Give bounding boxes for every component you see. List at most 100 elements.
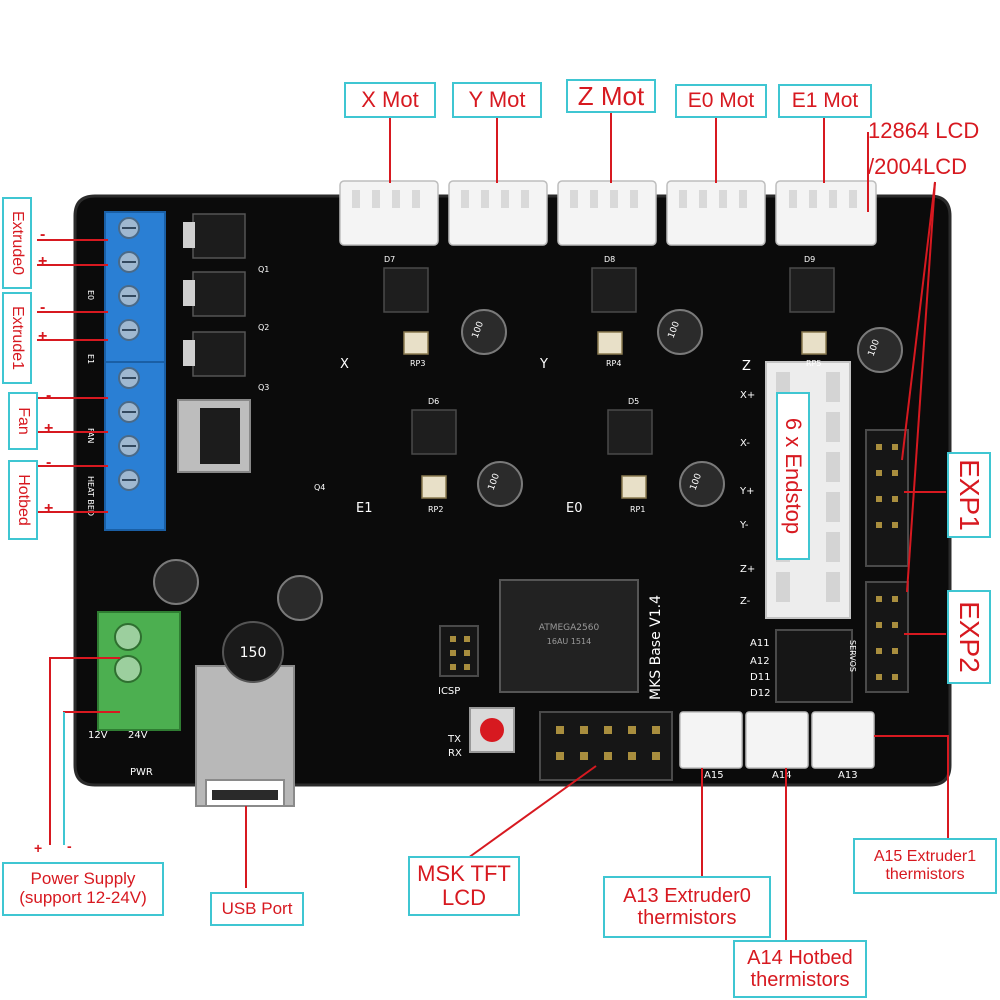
z-motor-label: Z Mot [566,79,656,113]
lcd-label-line1: 12864 LCD [868,118,980,143]
svg-text:D12: D12 [750,688,770,699]
extrude0-minus-sign: - [40,226,46,243]
power-supply-line2: (support 12-24V) [19,888,147,907]
svg-text:A11: A11 [750,638,770,649]
a14-line1: A14 Hotbed [747,947,853,969]
svg-text:Z-: Z- [740,596,751,607]
atmega2560-chip [499,579,639,693]
x-motor-label: X Mot [344,82,436,118]
power-supply-label: Power Supply (support 12-24V) [2,862,164,916]
hotbed-label: Hotbed [8,460,38,540]
svg-text:SERVOS: SERVOS [848,640,857,672]
svg-text:E0: E0 [86,290,95,300]
svg-text:RP5: RP5 [806,359,821,368]
svg-text:RP4: RP4 [606,359,621,368]
fan-minus-sign: - [46,387,52,404]
capacitors [153,309,903,621]
svg-text:D9: D9 [804,255,815,264]
servo-header [775,629,853,703]
a15-line2: thermistors [885,866,965,883]
svg-text:E1: E1 [86,354,95,364]
hotbed-minus-sign: - [46,454,52,471]
extrude1-minus-sign: - [40,299,46,316]
usb-port-label: USB Port [210,892,304,926]
tft-lcd-label: MSK TFT LCD [408,856,520,916]
svg-text:A14: A14 [772,770,792,781]
silk-x: X [340,357,349,372]
svg-text:A15: A15 [704,770,724,781]
svg-text:24V: 24V [128,730,148,741]
y-motor-label: Y Mot [452,82,542,118]
icsp-header [439,625,479,677]
svg-text:RP1: RP1 [630,505,645,514]
leader-lines [37,113,949,942]
a13-line1: A13 Extruder0 [623,885,751,907]
svg-text:Q2: Q2 [258,323,269,332]
svg-text:D11: D11 [750,672,770,683]
exp2-label: EXP2 [947,590,991,684]
a13-thermistor-label: A13 Extruder0 thermistors [603,876,771,938]
tft-lcd-line1: MSK TFT [417,860,511,886]
svg-text:PWR: PWR [130,767,153,778]
a15-connector [679,711,743,769]
tft-lcd-line2: LCD [441,885,486,910]
svg-text:A13: A13 [838,770,858,781]
a14-line2: thermistors [750,969,850,991]
svg-text:Q4: Q4 [314,483,325,492]
svg-text:RX: RX [448,748,462,759]
power-supply-line1: Power Supply [30,869,136,889]
extrude1-label: Extrude1 [2,292,32,384]
endstop-label: 6 x Endstop [776,392,810,560]
svg-text:D8: D8 [604,255,615,264]
svg-text:X+: X+ [740,390,755,401]
svg-text:A12: A12 [750,656,770,667]
svg-text:Q1: Q1 [258,265,269,274]
exp1-label: EXP1 [947,452,991,538]
svg-text:12V: 12V [88,730,108,741]
svg-text:RP2: RP2 [428,505,443,514]
extrude0-plus-sign: + [38,253,48,270]
tft-header [539,711,673,781]
silk-e1: E1 [356,501,373,516]
extrude0-label: Extrude0 [2,197,32,289]
svg-text:ICSP: ICSP [438,686,460,697]
fan-plus-sign: + [44,420,54,437]
svg-text:HEAT BED: HEAT BED [86,476,95,516]
svg-text:D5: D5 [628,397,639,406]
a15-line1: A15 Extruder1 [873,848,977,866]
a14-thermistor-label: A14 Hotbed thermistors [733,940,867,998]
svg-text:Y+: Y+ [739,486,755,497]
svg-text:D7: D7 [384,255,395,264]
silk-e0: E0 [566,501,583,516]
svg-text:Y-: Y- [739,520,749,531]
mosfets [192,213,246,377]
fan-label: Fan [8,392,38,450]
e0-motor-label: E0 Mot [675,84,767,118]
a13-line2: thermistors [637,907,737,929]
chip-sub-label: 16AU 1514 [547,637,591,646]
a13-connector [811,711,875,769]
svg-text:RP3: RP3 [410,359,425,368]
exp1-header [865,429,909,567]
e1-motor-label: E1 Mot [778,84,872,118]
usb-code: 150 [240,645,267,661]
exp2-header [865,581,909,693]
lcd-label-line2: /2004LCD [868,154,968,179]
svg-text:D6: D6 [428,397,439,406]
a15-thermistor-label: A15 Extruder1 thermistors [853,838,997,894]
svg-text:Q3: Q3 [258,383,269,392]
power-plus-sign: + [34,840,43,856]
svg-text:Z+: Z+ [740,564,755,575]
silk-z: Z [742,359,751,374]
power-minus-sign: - [67,838,72,854]
svg-text:TX: TX [447,734,461,745]
silk-y: Y [539,357,548,372]
hotbed-plus-sign: + [44,500,54,517]
chip-label: ATMEGA2560 [539,623,600,633]
svg-text:FAN: FAN [86,428,95,443]
board-title: MKS Base V1.4 [648,595,664,700]
extrude1-plus-sign: + [38,328,48,345]
stepper-driver-chips [383,267,835,455]
a14-connector [745,711,809,769]
